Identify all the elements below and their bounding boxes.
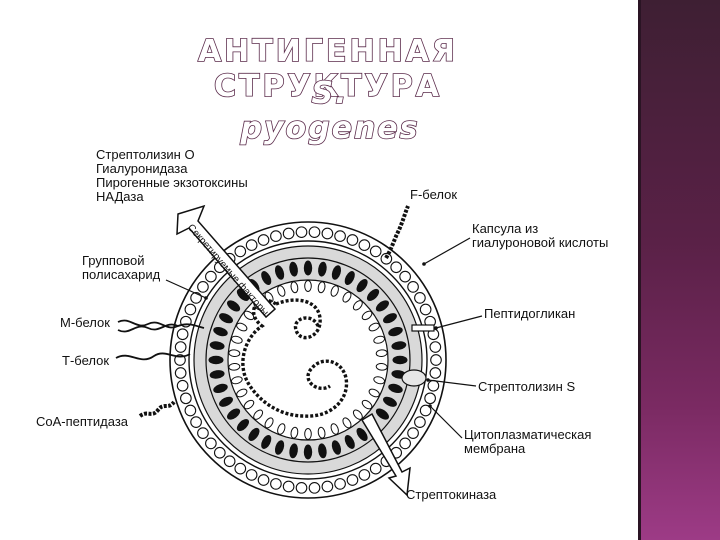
cell-wall-outer [188,240,428,480]
cytoplasmic-membrane-label: Цитоплазматическая мембрана [464,428,591,456]
decorative-sidebar [638,0,720,540]
streptokinase-label: Стрептокиназа [406,487,497,502]
membrane-inner-heads [228,280,388,440]
group-polysaccharide-line-1: Групповой [82,253,145,268]
coa-peptidase-strand [138,400,176,418]
f-protein-label: F-белок [410,187,458,202]
cytoplasmic-membrane-line-2: мембрана [464,441,526,456]
peptidoglycan-label: Пептидогликан [484,306,576,321]
hyaluronidase-text: Гиалуронидаза [96,161,188,176]
group-polysaccharide-leader [165,279,207,299]
f-protein-strand [384,205,410,260]
capsule-label: Капсула из гиалуроновой кислоты [472,222,608,250]
cytoplasmic-membrane-line-1: Цитоплазматическая [464,427,592,442]
sidebar-edge [638,0,641,540]
nucleoid-dna [241,298,349,418]
t-protein-label: Т-белок [62,353,110,368]
group-polysaccharide-leader-tip [204,296,208,300]
capsule-leader [423,237,471,265]
slide-subtitle: S. pyogenes [240,75,420,147]
capsule-line-2: гиалуроновой кислоты [472,235,609,250]
peptidoglycan-marker [411,324,435,332]
peptidoglycan-leader [435,315,483,329]
m-protein-fibril-2 [117,323,179,333]
coa-peptidase-label: СоА-пептидаза [36,414,129,429]
t-protein-fibril [115,352,191,361]
cytoplasmic-membrane-leader [429,405,463,439]
cell-structure [115,205,447,499]
secreted-products-label: Стрептолизин О Гиалуронидаза Пирогенные … [96,148,248,204]
m-protein-fibril-1 [117,319,205,329]
label-leader-lines [165,237,483,439]
streptolysin-o-text: Стрептолизин О [96,147,195,162]
streptolysin-s-leader [427,379,477,387]
nadase-text: НАДаза [96,189,144,204]
peptidoglycan-leader-tip [434,326,438,330]
capsule-leader-tip [422,262,426,266]
slide-title: АНТИГЕННАЯ СТРУКТУРА [197,33,459,105]
m-protein-label: М-белок [60,315,110,330]
streptolysin-s-leader-tip [426,378,430,382]
pyrogenic-exotoxins-text: Пирогенные экзотоксины [96,175,248,190]
streptokinase-arrow [360,412,411,497]
group-polysaccharide-label: Групповой полисахарид [82,254,160,282]
cytoplasmic-membrane-leader-tip [428,404,432,408]
group-polysaccharide-line-2: полисахарид [82,267,161,282]
streptolysin-s-particle [401,369,427,387]
capsule-line-1: Капсула из [472,221,539,236]
streptolysin-s-label: Стрептолизин S [478,379,576,394]
